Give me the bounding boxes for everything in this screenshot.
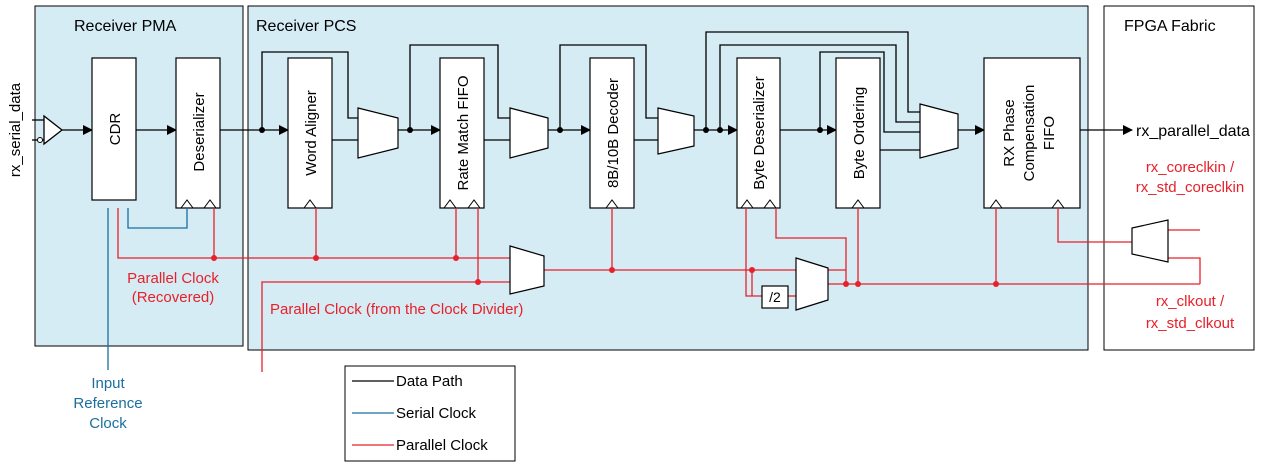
- fabric-region: [1103, 5, 1255, 351]
- pma-title: Receiver PMA: [74, 18, 177, 35]
- rx-phase-label-2: Compensation: [1021, 85, 1038, 182]
- mux-byte-clock-select: [795, 257, 829, 311]
- clkout-label-1: rx_clkout /: [1156, 293, 1225, 310]
- parallel-clock-recovered-label-1: Parallel Clock: [127, 270, 219, 287]
- legend-parallel-clock-label: Parallel Clock: [396, 437, 488, 454]
- mux-output: [919, 103, 959, 159]
- rx-serial-data-label: rx_serial_data: [7, 82, 24, 177]
- byte-ordering-block: [835, 57, 881, 209]
- fabric-title: FPGA Fabric: [1124, 18, 1216, 35]
- mux-word-aligner: [357, 107, 399, 159]
- rx-phase-label-3: FIFO: [1041, 116, 1058, 150]
- rx-parallel-data-label: rx_parallel_data: [1136, 123, 1250, 140]
- mux-fabric-clock-select: [1131, 219, 1169, 263]
- word-aligner-block: [287, 57, 333, 209]
- parallel-clock-recovered-label-2: (Recovered): [132, 289, 215, 306]
- pcs-region: [247, 5, 1089, 351]
- word-aligner-label: Word Aligner: [303, 90, 320, 176]
- divide-by-two-label: /2: [769, 289, 781, 305]
- input-ref-clock-label-1: Input: [91, 375, 125, 392]
- legend-data-path-label: Data Path: [396, 373, 463, 390]
- decoder-block: [589, 57, 635, 209]
- divide-by-two-block: [761, 285, 789, 309]
- deserializer-label: Deserializer: [191, 92, 208, 171]
- rate-match-block: [439, 57, 485, 209]
- mux-parallel-clock-select: [509, 245, 545, 295]
- rate-match-label: Rate Match FIFO: [455, 75, 472, 190]
- legend-serial-clock-label: Serial Clock: [396, 405, 477, 422]
- mux-decoder: [657, 107, 695, 155]
- rx-phase-label-1: RX Phase: [1001, 99, 1018, 167]
- decoder-label: 8B/10B Decoder: [605, 78, 622, 188]
- coreclkin-label-1: rx_coreclkin /: [1146, 159, 1235, 176]
- pcs-title: Receiver PCS: [256, 18, 356, 35]
- cdr-label: CDR: [107, 113, 124, 146]
- mux-rate-match: [509, 107, 549, 159]
- input-buffer: [43, 114, 64, 146]
- coreclkin-label-2: rx_std_coreclkin: [1136, 179, 1244, 196]
- parallel-clock-divider-label: Parallel Clock (from the Clock Divider): [270, 301, 523, 318]
- byte-deserializer-block: [736, 57, 781, 209]
- input-ref-clock-label-3: Clock: [89, 415, 127, 432]
- cdr-block: [91, 57, 137, 201]
- rx-phase-comp-block: [983, 57, 1081, 209]
- deserializer-block: [175, 57, 221, 209]
- byte-ordering-label: Byte Ordering: [851, 87, 868, 180]
- legend: Data Path Serial Clock Parallel Clock: [344, 365, 516, 462]
- byte-deserializer-label: Byte Deserializer: [751, 76, 768, 189]
- clkout-label-2: rx_std_clkout: [1146, 315, 1235, 332]
- input-ref-clock-label-2: Reference: [73, 395, 142, 412]
